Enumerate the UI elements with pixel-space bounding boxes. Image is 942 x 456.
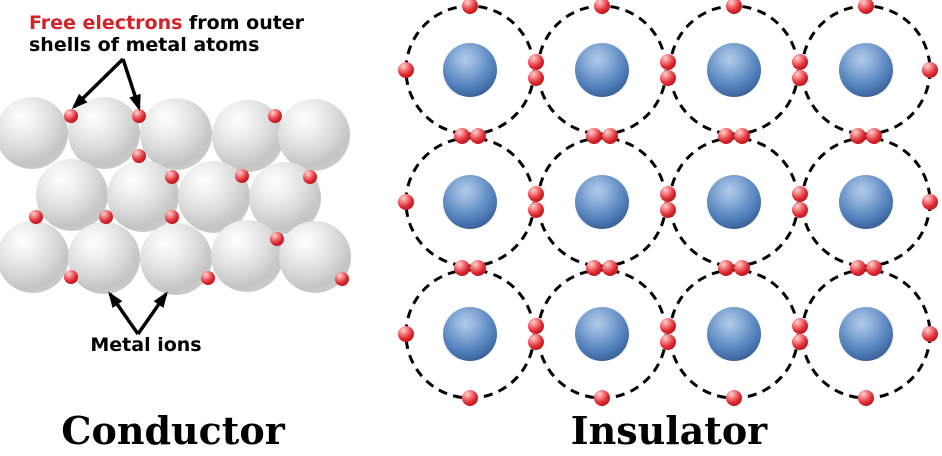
bound-electron	[792, 318, 808, 334]
bound-electron	[792, 70, 808, 86]
bound-electron	[922, 62, 938, 78]
bound-electron	[718, 260, 734, 276]
bound-electron	[528, 202, 544, 218]
bound-electron	[866, 260, 882, 276]
free-electron	[64, 109, 78, 123]
bound-electron	[858, 390, 874, 406]
insulator-title: Insulator	[570, 408, 768, 453]
free-electron	[132, 149, 146, 163]
bound-electron	[792, 334, 808, 350]
free-electron	[270, 232, 284, 246]
metal-ion-sphere	[278, 99, 350, 171]
atom-nucleus-sphere	[443, 43, 497, 97]
free-electrons-line2: shells of metal atoms	[29, 34, 260, 56]
free-electron	[64, 270, 78, 284]
metal-ion-sphere	[0, 97, 68, 169]
free-electron	[165, 210, 179, 224]
bound-electron	[792, 54, 808, 70]
atom-nucleus-sphere	[707, 43, 761, 97]
bound-electron	[660, 186, 676, 202]
atom-nucleus-sphere	[443, 307, 497, 361]
atom-nucleus-sphere	[443, 175, 497, 229]
bound-electron	[792, 202, 808, 218]
free-electrons-highlight: Free electrons	[29, 12, 183, 34]
bound-electron	[850, 128, 866, 144]
free-electron	[335, 272, 349, 286]
atom-nucleus-sphere	[575, 307, 629, 361]
bound-electron	[660, 70, 676, 86]
bound-electron	[398, 194, 414, 210]
bound-electron	[734, 128, 750, 144]
bound-electron	[528, 334, 544, 350]
bound-electron	[454, 260, 470, 276]
bound-electron	[726, 390, 742, 406]
bound-electron	[866, 128, 882, 144]
metal-ion-sphere	[68, 222, 140, 294]
free-electron	[132, 109, 146, 123]
bound-electron	[660, 334, 676, 350]
bound-electron	[660, 318, 676, 334]
bound-electron	[470, 128, 486, 144]
metal-ion-sphere	[140, 98, 212, 170]
atom-nucleus-sphere	[707, 307, 761, 361]
bound-electron	[462, 390, 478, 406]
free-electron	[303, 170, 317, 184]
free-electron	[268, 109, 282, 123]
atom-nucleus-sphere	[707, 175, 761, 229]
free-electron	[29, 210, 43, 224]
bound-electron	[398, 62, 414, 78]
metal-ion-sphere	[211, 220, 283, 292]
bound-electron	[594, 0, 610, 14]
atom-nucleus-sphere	[839, 43, 893, 97]
free-electron	[235, 169, 249, 183]
metal-ions-label: Metal ions	[90, 334, 202, 356]
metal-ion-sphere	[36, 159, 108, 231]
bound-electron	[922, 194, 938, 210]
bound-electron	[858, 0, 874, 14]
bound-electron	[660, 202, 676, 218]
bound-electron	[718, 128, 734, 144]
bound-electron	[660, 54, 676, 70]
bound-electron	[726, 0, 742, 14]
metal-ion-sphere	[140, 223, 212, 295]
atom-nucleus-sphere	[839, 307, 893, 361]
free-electrons-rest: from outer	[182, 12, 305, 34]
free-electron	[165, 170, 179, 184]
bound-electron	[586, 128, 602, 144]
conductor-title: Conductor	[61, 408, 285, 453]
bound-electron	[850, 260, 866, 276]
bound-electron	[470, 260, 486, 276]
bound-electron	[594, 390, 610, 406]
atom-nucleus-sphere	[575, 43, 629, 97]
free-electron	[99, 210, 113, 224]
bound-electron	[462, 0, 478, 14]
bound-electron	[602, 128, 618, 144]
bound-electron	[792, 186, 808, 202]
free-electron	[201, 271, 215, 285]
metal-ion-sphere	[0, 221, 69, 293]
atom-nucleus-sphere	[839, 175, 893, 229]
bound-electron	[528, 54, 544, 70]
bound-electron	[454, 128, 470, 144]
bound-electron	[528, 318, 544, 334]
bound-electron	[586, 260, 602, 276]
bound-electron	[734, 260, 750, 276]
bound-electron	[528, 70, 544, 86]
bound-electron	[602, 260, 618, 276]
atom-nucleus-sphere	[575, 175, 629, 229]
bound-electron	[398, 326, 414, 342]
bound-electron	[922, 326, 938, 342]
bound-electron	[528, 186, 544, 202]
